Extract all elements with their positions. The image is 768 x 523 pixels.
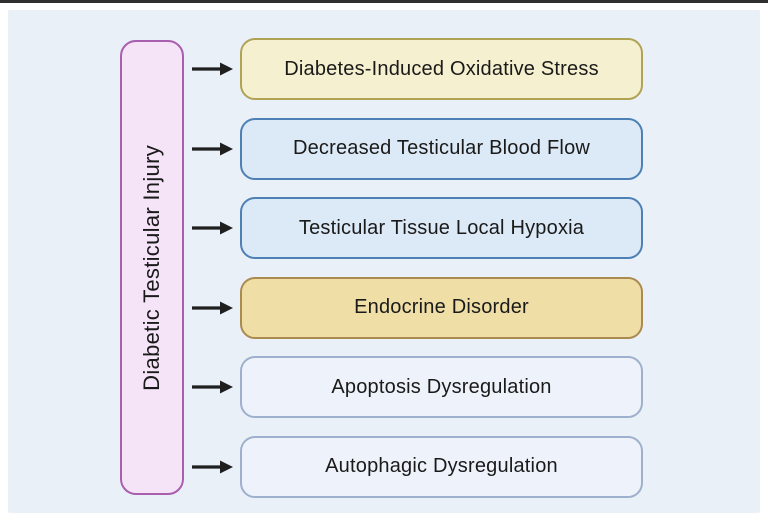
- diagram-row: Apoptosis Dysregulation: [192, 356, 646, 418]
- arrow-right-icon: [192, 460, 233, 473]
- node-oxidative-stress: Diabetes-Induced Oxidative Stress: [240, 38, 643, 100]
- node-label: Testicular Tissue Local Hypoxia: [298, 216, 585, 239]
- node-label: Diabetes-Induced Oxidative Stress: [284, 57, 599, 80]
- diagram-row: Testicular Tissue Local Hypoxia: [192, 197, 646, 259]
- arrow-right-icon: [192, 221, 233, 235]
- diagram-row: Endocrine Disorder: [192, 276, 646, 339]
- node-label: Decreased Testicular Blood Flow: [292, 137, 591, 159]
- node-apoptosis-dysregulation: Apoptosis Dysregulation: [240, 356, 643, 418]
- diagram-row: Decreased Testicular Blood Flow: [192, 117, 646, 180]
- node-endocrine-disorder: Endocrine Disorder: [240, 276, 643, 339]
- diagram-row: Diabetes-Induced Oxidative Stress: [192, 38, 646, 100]
- node-label: Apoptosis Dysregulation: [331, 375, 552, 398]
- node-label: Endocrine Disorder: [354, 296, 529, 318]
- node-diabetic-testicular-injury: Diabetic Testicular Injury: [120, 40, 184, 495]
- arrow-right-icon: [192, 380, 233, 394]
- nodes-column: Diabetes-Induced Oxidative Stress Decrea…: [192, 38, 646, 498]
- arrow-right-icon: [192, 142, 233, 155]
- node-autophagic-dysregulation: Autophagic Dysregulation: [240, 435, 643, 498]
- arrow-right-icon: [192, 62, 233, 76]
- arrow-right-icon: [192, 301, 233, 314]
- node-blood-flow: Decreased Testicular Blood Flow: [240, 117, 643, 180]
- node-label: Autophagic Dysregulation: [325, 455, 558, 477]
- diagram-row: Autophagic Dysregulation: [192, 435, 646, 498]
- top-border-rule: [0, 0, 768, 3]
- source-node-label: Diabetic Testicular Injury: [139, 144, 164, 391]
- node-local-hypoxia: Testicular Tissue Local Hypoxia: [240, 197, 643, 259]
